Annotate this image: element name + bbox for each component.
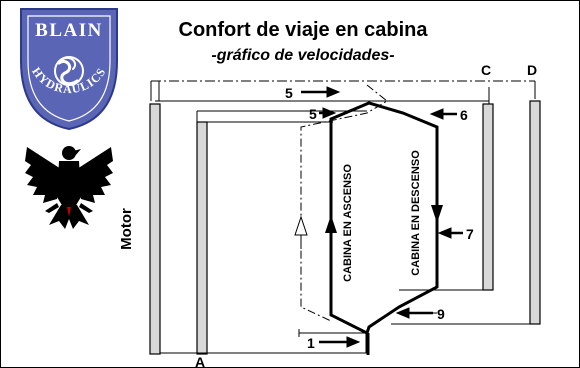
marker-1: 1 [307, 335, 315, 351]
down-arrow-icon [431, 205, 443, 223]
blain-logo: BLAIN HYDRAULICS [20, 8, 118, 131]
marker-5-lower: 5 [309, 106, 317, 122]
marker-a: A [195, 354, 205, 367]
marker-9: 9 [437, 306, 445, 322]
chart-subtitle: -gráfico de velocidades- [211, 47, 394, 64]
up-arrow-icon [325, 215, 337, 233]
marker-d: D [527, 62, 537, 78]
motor-label: Motor [118, 208, 135, 250]
hollow-up-arrow-icon [294, 215, 308, 249]
dashed-speed-curve [300, 84, 388, 322]
descending-label: CABINA EN DESCENSO [410, 150, 422, 276]
level-bars [149, 100, 541, 355]
eagle-icon [25, 146, 113, 229]
logo-top-text: BLAIN [35, 20, 103, 41]
marker-c: C [481, 62, 491, 78]
ascending-label: CABINA EN ASCENSO [342, 164, 354, 282]
marker-6: 6 [460, 107, 468, 123]
logo-wave-icon [54, 56, 84, 86]
callout-arrows [301, 86, 463, 348]
marker-5-top: 5 [285, 85, 293, 101]
chart-title: Confort de viaje en cabina [179, 19, 429, 41]
main-speed-curve [329, 101, 439, 353]
marker-7: 7 [466, 226, 474, 242]
